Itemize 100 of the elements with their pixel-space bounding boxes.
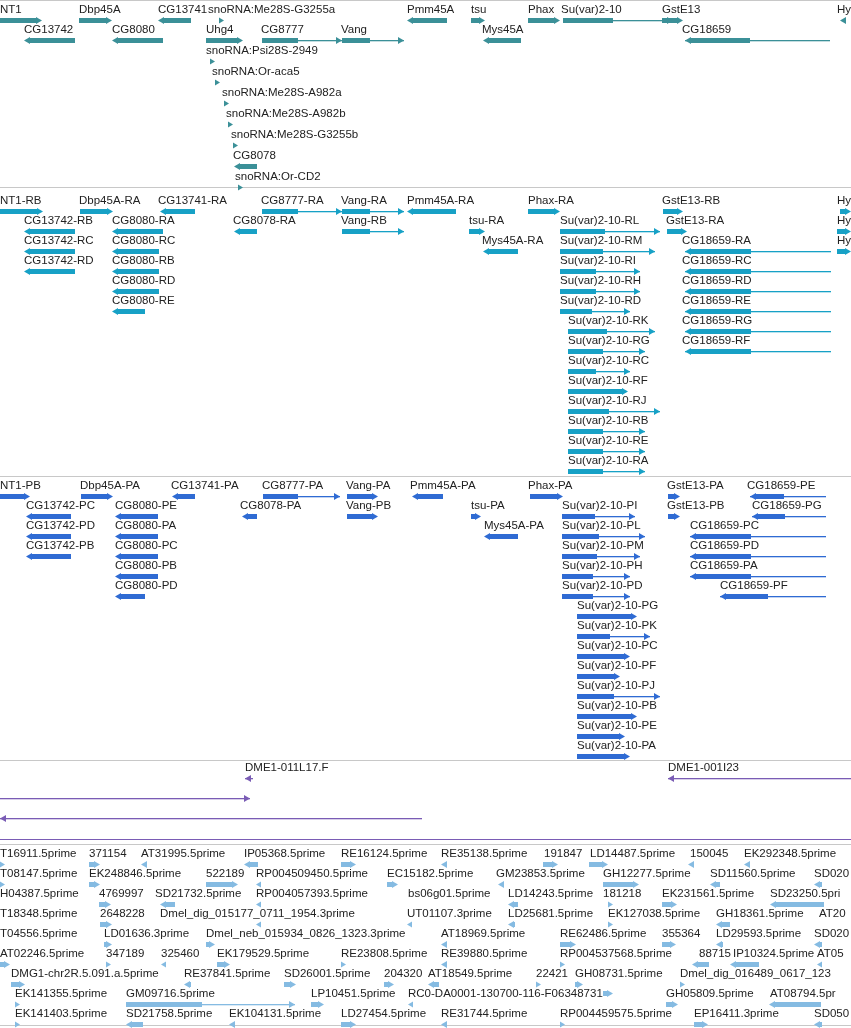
feature-label: SD050 xyxy=(814,1006,850,1020)
feature-label: EK141355.5prime xyxy=(15,986,108,1000)
feature-label: CG18659-PG xyxy=(752,498,822,512)
feature-label: CG18659-PE xyxy=(747,478,816,492)
feature-label: Uhg4 xyxy=(206,22,234,36)
feature-label: Su(var)2-10-PG xyxy=(577,598,659,612)
feature-label: Su(var)2-10-PE xyxy=(577,718,657,732)
feature-label: Su(var)2-10-RF xyxy=(568,373,648,387)
feature-label: CG18659-PA xyxy=(690,558,758,572)
feature-label: AT05 xyxy=(817,946,844,960)
feature-label: 355364 xyxy=(662,926,701,940)
feature-label: CG8078 xyxy=(233,148,276,162)
feature-label: 522189 xyxy=(206,866,245,880)
feature-label: EP16411.3prime xyxy=(694,1006,779,1020)
feature-label: H04387.5prime xyxy=(0,886,79,900)
feature-label: Dbp45A-PA xyxy=(80,478,140,492)
feature-label: Pmm45A-PA xyxy=(410,478,476,492)
feature-label: SD020 xyxy=(814,926,850,940)
feature-label: RP004509450.5prime xyxy=(256,866,368,880)
feature-label: Mys45A xyxy=(482,22,524,36)
feature-label: Su(var)2-10-RJ xyxy=(568,393,647,407)
feature-label: 371154 xyxy=(89,846,127,860)
feature-label: CG8080 xyxy=(112,22,155,36)
feature-label: DME1-001I23 xyxy=(668,760,739,774)
feature-label: GH05809.5prime xyxy=(666,986,754,1000)
feature-label: 181218 xyxy=(603,886,642,900)
feature-label: Dmel_neb_015934_0826_1323.3prime xyxy=(206,926,406,940)
feature-label: CG8777-RA xyxy=(261,193,324,207)
feature-label: Su(var)2-10-PB xyxy=(577,698,657,712)
feature-label: CG8080-PB xyxy=(115,558,177,572)
feature-label: CG8080-PA xyxy=(115,518,177,532)
feature-label: LP10451.5prime xyxy=(311,986,396,1000)
feature-label: CG18659-PC xyxy=(690,518,760,532)
feature-label: Su(var)2-10-PD xyxy=(562,578,643,592)
feature-label: RE62486.5prime xyxy=(560,926,647,940)
feature-label: CG18659-RA xyxy=(682,233,752,247)
feature-label: AT18969.5prime xyxy=(441,926,526,940)
feature-label: Hy xyxy=(837,2,851,16)
feature-label: RE35138.5prime xyxy=(441,846,528,860)
feature-label: Phax xyxy=(528,2,555,16)
feature-label: EK141403.5prime xyxy=(15,1006,108,1020)
feature-label: NT1-RB xyxy=(0,193,42,207)
feature-label: Dmel_dig_015177_0711_1954.3prime xyxy=(160,906,355,920)
feature-label: snoRNA:Me28S-G3255b xyxy=(231,127,359,141)
feature-label: CG18659-RG xyxy=(682,313,753,327)
feature-label: T18348.5prime xyxy=(0,906,78,920)
feature-label: CG8080-RC xyxy=(112,233,176,247)
feature-label: CG18659 xyxy=(682,22,732,36)
feature-label: 4769997 xyxy=(99,886,144,900)
feature-label: 191847 xyxy=(544,846,583,860)
feature-label: CG18659-PF xyxy=(720,578,788,592)
feature-label: GH18361.5prime xyxy=(716,906,804,920)
feature-label: snoRNA:Or-aca5 xyxy=(212,64,300,78)
feature-label: EK127038.5prime xyxy=(608,906,701,920)
feature-label: Vang-PA xyxy=(346,478,391,492)
feature-label: snoRNA:Or-CD2 xyxy=(235,169,321,183)
feature-label: RE37841.5prime xyxy=(184,966,271,980)
feature-label: AT02246.5prime xyxy=(0,946,85,960)
feature-label: Phax-PA xyxy=(528,478,573,492)
feature-label: CG8777-PA xyxy=(262,478,324,492)
feature-label: CG13741-RA xyxy=(158,193,228,207)
feature-label: RP004537568.5prime xyxy=(560,946,672,960)
feature-label: 22421 xyxy=(536,966,568,980)
feature-label: Su(var)2-10-RG xyxy=(568,333,650,347)
feature-label: T04556.5prime xyxy=(0,926,78,940)
feature-label: T08147.5prime xyxy=(0,866,78,880)
feature-label: RP004459575.5prime xyxy=(560,1006,672,1020)
feature-label: Hy xyxy=(837,233,851,247)
feature-label: GH08731.5prime xyxy=(575,966,663,980)
feature-label: Mys45A-RA xyxy=(482,233,544,247)
feature-label: RP004057393.5prime xyxy=(256,886,368,900)
feature-label: Vang-RA xyxy=(341,193,387,207)
feature-label: Su(var)2-10-PH xyxy=(562,558,643,572)
feature-label: EK104131.5prime xyxy=(229,1006,322,1020)
feature-label: CG13742-PD xyxy=(26,518,96,532)
feature-label: Hy xyxy=(837,213,851,227)
feature-label: Dbp45A-RA xyxy=(79,193,141,207)
feature-label: Su(var)2-10-PL xyxy=(562,518,641,532)
feature-label: DME1-011L17.F xyxy=(245,760,329,774)
feature-label: AT20 xyxy=(819,906,846,920)
feature-label: LD29593.5prime xyxy=(716,926,802,940)
feature-label: CG18659-RD xyxy=(682,273,752,287)
feature-label: Su(var)2-10-RE xyxy=(568,433,649,447)
feature-label: Su(var)2-10-RD xyxy=(560,293,642,307)
feature-label: Su(var)2-10-RL xyxy=(560,213,640,227)
feature-label: Su(var)2-10-RH xyxy=(560,273,642,287)
feature-label: EC15182.5prime xyxy=(387,866,474,880)
feature-label: Mys45A-PA xyxy=(484,518,544,532)
feature-label: IP10324.5prime xyxy=(733,946,815,960)
feature-label: LD14487.5prime xyxy=(590,846,676,860)
feature-label: CG13742-RB xyxy=(24,213,94,227)
feature-label: Vang-RB xyxy=(341,213,387,227)
feature-label: tsu-RA xyxy=(469,213,505,227)
feature-label: GstE13-RA xyxy=(666,213,725,227)
feature-label: Phax-RA xyxy=(528,193,575,207)
feature-label: bs06g01.5prime xyxy=(408,886,491,900)
feature-label: LD14243.5prime xyxy=(508,886,594,900)
feature-label: IP05368.5prime xyxy=(244,846,326,860)
feature-label: Su(var)2-10-PK xyxy=(577,618,657,632)
feature-label: CG18659-RF xyxy=(682,333,751,347)
